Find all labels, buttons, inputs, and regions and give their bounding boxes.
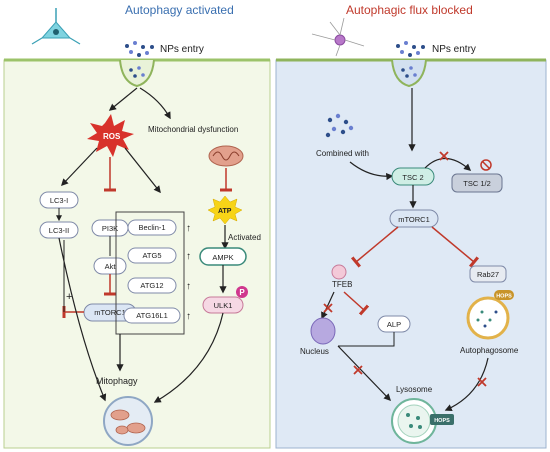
atg16l1-node: [123, 307, 181, 324]
blocked-x-tsc: [439, 151, 449, 161]
ros-label: ROS: [103, 132, 121, 141]
nps-particles-right: [396, 41, 425, 57]
beclin1-up-arrow: ↑: [186, 223, 191, 234]
hops-badge-bottom: [430, 414, 454, 425]
atg16l1-up-arrow: ↑: [186, 311, 191, 322]
left-panel: Autophagy activated NPs entry: [3, 3, 271, 449]
endocytic-vesicle-left: [119, 59, 155, 88]
lc3-ii-label: LC3-II: [49, 226, 69, 235]
prohibited-icon: [480, 159, 492, 171]
right-title: Autophagic flux blocked: [346, 3, 473, 17]
nps-entry-label-left: NPs entry: [160, 44, 204, 55]
nps-particles-left: [125, 41, 154, 57]
neuron-cell-icon-right: [311, 17, 365, 57]
hops-label-top: HOPS: [496, 294, 512, 300]
atg5-up-arrow: ↑: [186, 251, 191, 262]
blocked-x-autophagosome: [477, 377, 487, 387]
phospho-label: P: [239, 288, 245, 297]
rab27-label: Rab27: [477, 270, 499, 279]
atg16l1-label: ATG16L1: [136, 311, 168, 320]
lc3-i-label: LC3-I: [50, 196, 68, 205]
right-panel-bg: [275, 59, 547, 449]
mtorc1-node-right: [389, 209, 439, 228]
mitochondrion-icon: [208, 145, 244, 167]
ulk1-label: ULK1: [214, 301, 233, 310]
pi3k-label: PI3K: [102, 224, 118, 233]
phospho-badge: [236, 286, 248, 298]
mitophagosome-icon: [103, 396, 153, 446]
mito-dysfunction-label: Mitochondrial dysfunction: [148, 125, 238, 134]
activated-label: Activated: [228, 233, 261, 242]
tfeb-node: [331, 264, 347, 280]
blocked-x-nucleus: [353, 365, 363, 375]
hops-badge-top: [494, 290, 514, 300]
atg12-node: [127, 277, 177, 294]
lysosome-icon: [391, 398, 437, 444]
tfeb-label: TFEB: [332, 280, 352, 289]
plus-sign: +: [66, 291, 72, 303]
alp-label: ALP: [387, 320, 401, 329]
beclin1-label: Beclin-1: [138, 223, 165, 232]
ros-burst: ROS: [87, 114, 134, 157]
right-panel: Autophagic flux blocked NPs entry Com: [275, 3, 547, 449]
autophagosome-icon: [466, 296, 510, 340]
hops-label-bottom: HOPS: [434, 418, 450, 424]
atp-burst: ATP: [207, 195, 243, 225]
atg12-label: ATG12: [140, 281, 163, 290]
nps-entry-label-right: NPs entry: [432, 44, 476, 55]
lysosome-label: Lysosome: [396, 385, 433, 394]
combined-with-label: Combined with: [316, 149, 369, 158]
atg12-up-arrow: ↑: [186, 281, 191, 292]
ampk-label: AMPK: [212, 253, 233, 262]
endocytic-vesicle-right: [391, 59, 427, 88]
atp-label: ATP: [218, 208, 232, 215]
mitophagy-label: Mitophagy: [96, 376, 138, 386]
nps-cluster: [325, 113, 354, 138]
tsc2-label: TSC 2: [402, 173, 423, 182]
autophagosome-label: Autophagosome: [460, 346, 519, 355]
tsc12-node: [451, 173, 503, 193]
beclin1-node: [127, 219, 177, 236]
mtorc1-label-left: mTORC1: [94, 308, 126, 317]
neuron-cell-icon: [31, 8, 81, 45]
atg-group-box: [115, 211, 185, 335]
nucleus-label: Nucleus: [300, 347, 329, 356]
mtorc1-label-right: mTORC1: [398, 215, 430, 224]
nucleus-shape: [310, 317, 336, 345]
atg5-node: [127, 247, 177, 264]
rab27-node: [469, 265, 507, 283]
atg5-label: ATG5: [142, 251, 161, 260]
akt-label: Akt: [105, 262, 117, 271]
tsc12-label: TSC 1/2: [463, 179, 491, 188]
left-title: Autophagy activated: [125, 3, 234, 17]
blocked-x-tfeb: [323, 303, 333, 313]
